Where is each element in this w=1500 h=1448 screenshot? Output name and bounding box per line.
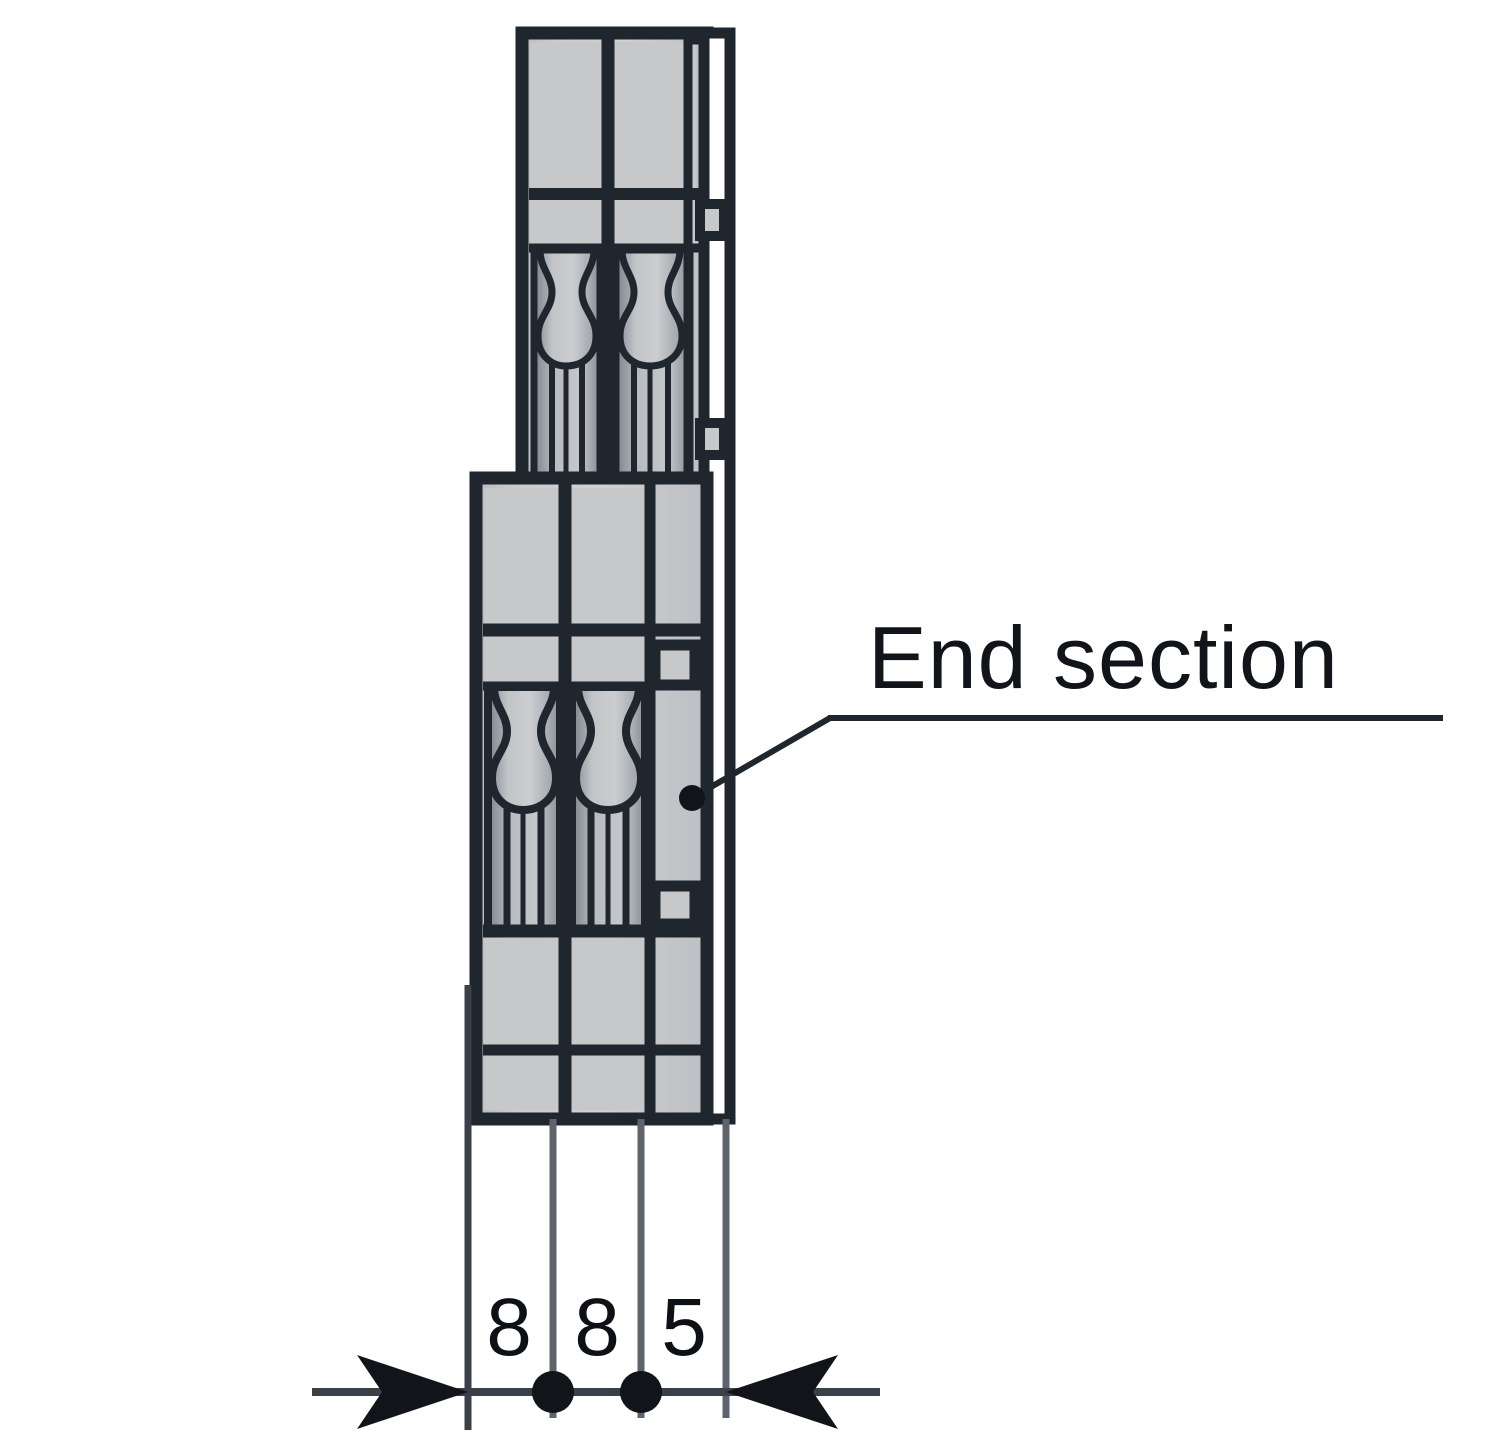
lower-side-tab-bottom xyxy=(649,880,701,930)
dimension-dot-2-icon xyxy=(620,1371,662,1413)
upper-contact-left xyxy=(530,246,604,476)
lower-mid-right xyxy=(569,636,649,684)
lower-foot-left xyxy=(484,1055,563,1110)
dimension-value-1: 8 xyxy=(486,1282,532,1373)
upper-chamber-right xyxy=(613,42,696,192)
leader-diagonal xyxy=(690,715,832,801)
upper-terminal-block xyxy=(515,26,714,492)
lower-block-outline xyxy=(469,471,714,1126)
upper-contact-right xyxy=(612,246,694,476)
lower-chamber-top-right xyxy=(569,488,649,628)
upper-side-tab-bottom xyxy=(695,418,729,460)
lower-contact-right xyxy=(568,683,649,925)
upper-side-tab-top xyxy=(695,199,729,241)
dimension-value-3: 5 xyxy=(661,1282,707,1373)
upper-chamber-left xyxy=(530,42,608,192)
dimension-arrow-left-icon xyxy=(357,1355,468,1429)
end-section-annotation: End section xyxy=(679,608,1443,811)
dimension-dot-1-icon xyxy=(532,1371,574,1413)
lower-chamber-bottom-right xyxy=(569,938,649,1048)
lower-mid-left xyxy=(484,636,563,684)
lower-chamber-bottom-left xyxy=(484,938,563,1048)
lower-foot-right xyxy=(569,1055,649,1110)
lower-chamber-top-left xyxy=(484,488,563,628)
lower-side-tab-top xyxy=(649,639,701,691)
upper-mid-right xyxy=(613,199,696,247)
dimension-value-2: 8 xyxy=(574,1282,620,1373)
upper-block-interior xyxy=(530,42,696,476)
dimension-arrow-right-icon xyxy=(726,1355,838,1429)
lower-side-tabs xyxy=(649,639,701,930)
dimension-chain: 8 8 5 xyxy=(312,985,880,1430)
lower-contact-left xyxy=(484,683,564,925)
upper-mid-left xyxy=(530,199,608,247)
end-section-label: End section xyxy=(868,608,1339,707)
lower-terminal-block xyxy=(469,471,714,1126)
upper-side-tabs xyxy=(695,199,729,460)
leader-dot-icon xyxy=(679,785,705,811)
